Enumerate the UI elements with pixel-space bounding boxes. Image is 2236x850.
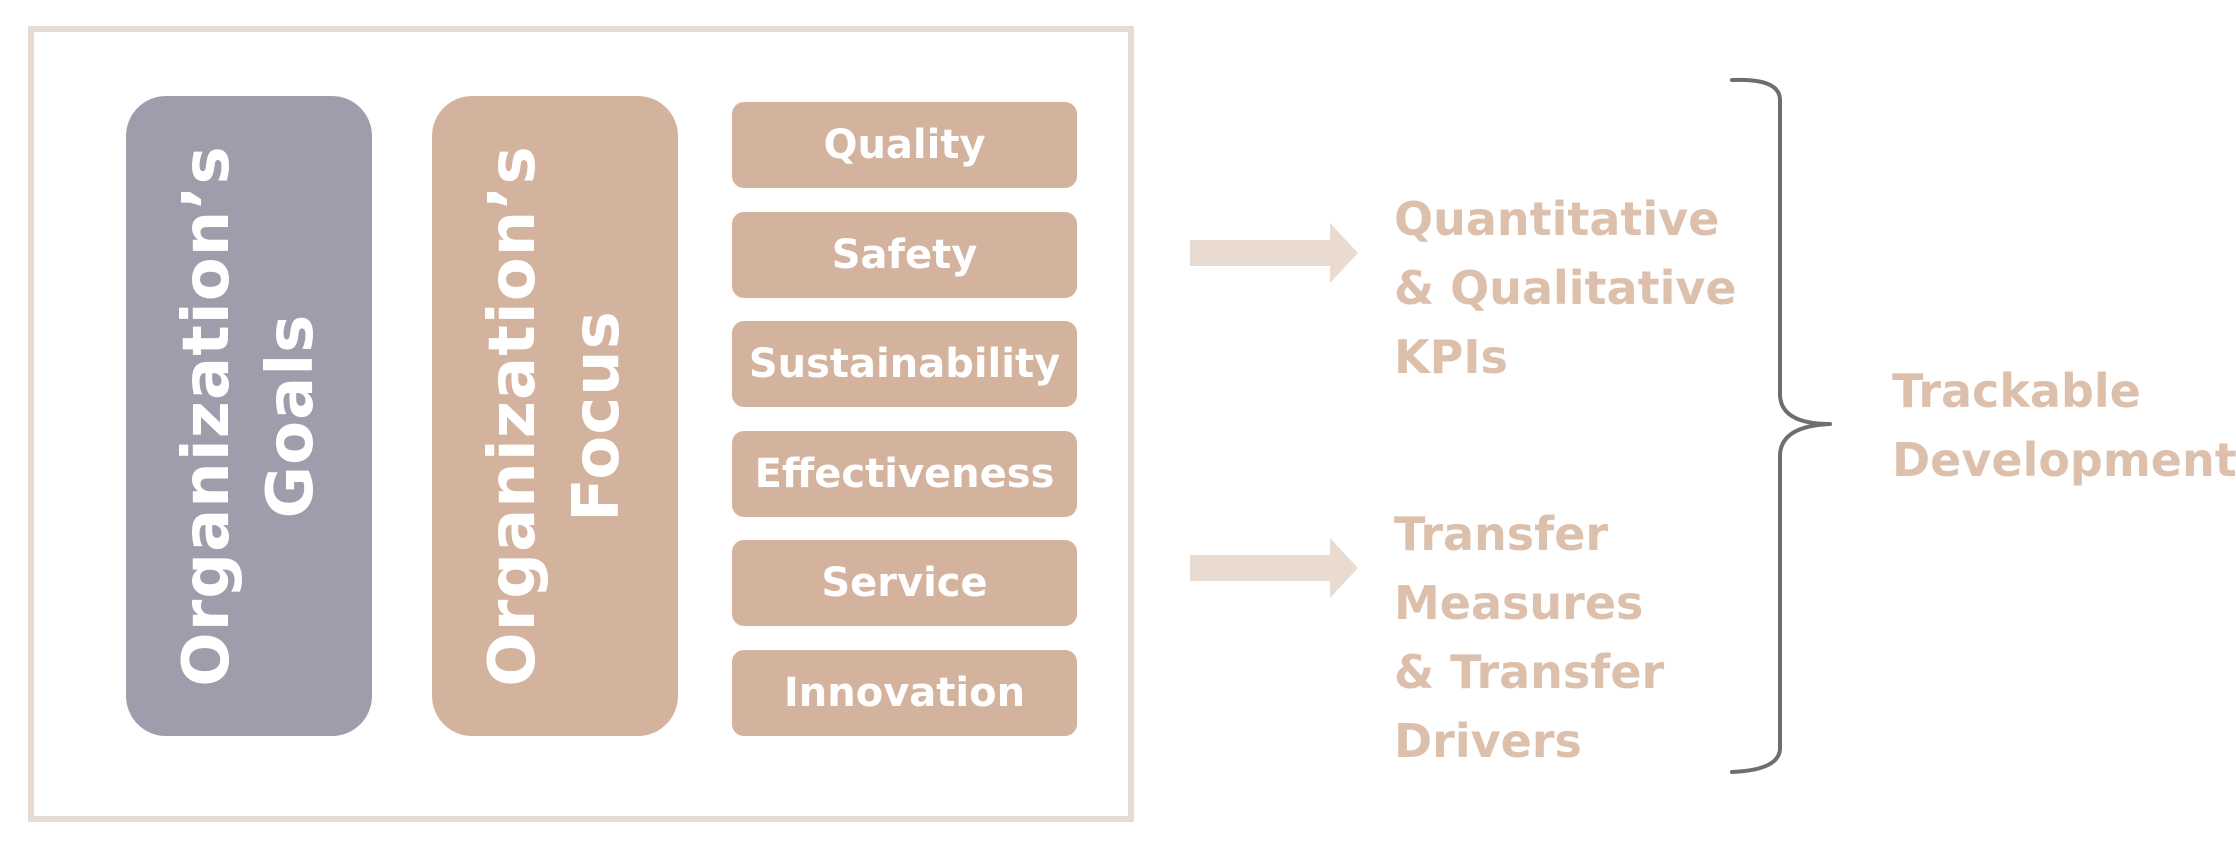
result-line2: Development bbox=[1892, 433, 2236, 487]
goals-label-line2: Goals bbox=[254, 313, 328, 519]
transfer-line2: Measures bbox=[1394, 576, 1644, 630]
transfer-line3: & Transfer bbox=[1394, 645, 1665, 699]
transfer-outcome-text: Transfer Measures & Transfer Drivers bbox=[1394, 500, 1664, 776]
organization-focus-label: Organization’s Focus bbox=[471, 106, 639, 726]
focus-item-safety: Safety bbox=[732, 212, 1077, 298]
organization-goals-label: Organization’s Goals bbox=[165, 106, 333, 726]
organization-focus-pillar: Organization’s Focus bbox=[432, 96, 678, 736]
focus-item-effectiveness: Effectiveness bbox=[732, 431, 1077, 517]
goals-label-line1: Organization’s bbox=[170, 145, 244, 687]
kpis-outcome-text: Quantitative & Qualitative KPIs bbox=[1394, 185, 1737, 392]
transfer-line1: Transfer bbox=[1394, 507, 1609, 561]
transfer-line4: Drivers bbox=[1394, 714, 1582, 768]
focus-item-quality: Quality bbox=[732, 102, 1077, 188]
focus-item-innovation: Innovation bbox=[732, 650, 1077, 736]
focus-item-sustainability: Sustainability bbox=[732, 321, 1077, 407]
organization-goals-pillar: Organization’s Goals bbox=[126, 96, 372, 736]
right-curly-brace-icon bbox=[1730, 77, 1832, 774]
kpis-line2: & Qualitative bbox=[1394, 261, 1737, 315]
kpis-line1: Quantitative bbox=[1394, 192, 1720, 246]
trackable-development-text: Trackable Development bbox=[1892, 357, 2236, 495]
focus-label-line1: Organization’s bbox=[476, 145, 550, 687]
framework-border bbox=[28, 26, 1134, 822]
result-line1: Trackable bbox=[1892, 364, 2141, 418]
kpis-line3: KPIs bbox=[1394, 330, 1508, 384]
focus-label-line2: Focus bbox=[560, 310, 634, 522]
arrow-to-transfer-icon bbox=[1190, 538, 1358, 598]
focus-item-service: Service bbox=[732, 540, 1077, 626]
arrow-to-kpis-icon bbox=[1190, 223, 1358, 283]
